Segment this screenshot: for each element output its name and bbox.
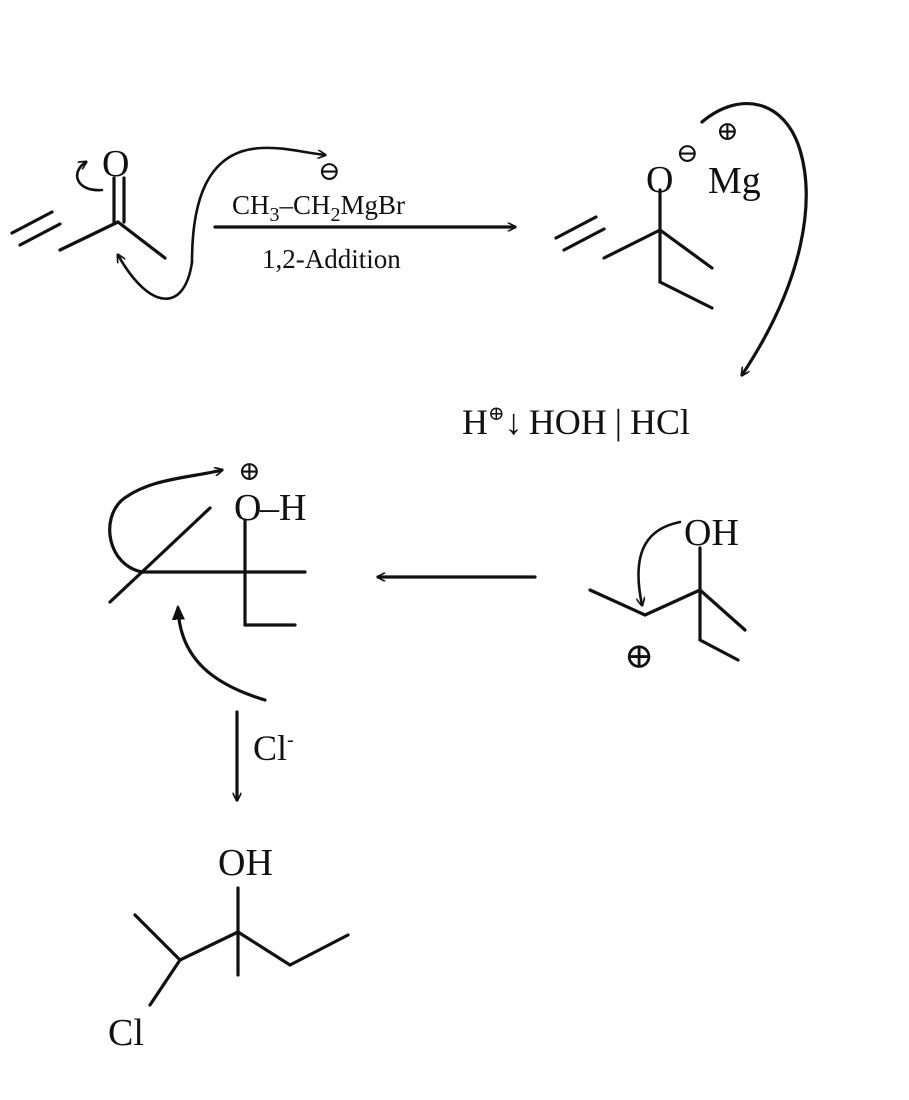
alkoxide-oxygen: O xyxy=(646,159,673,201)
bond-a xyxy=(108,570,144,604)
workup-curved-arrow xyxy=(700,102,808,375)
carbanion-origin-curly-arrow xyxy=(190,146,325,264)
reagent-label: CH3–CH2MgBr xyxy=(232,190,405,226)
allyl-bond-2 xyxy=(643,588,702,617)
nucleophile-attack-curly-arrow xyxy=(118,255,194,300)
ethyl-bond-2 xyxy=(288,933,350,967)
allylic-carbocation: OH ⊕ xyxy=(588,512,747,676)
ethyl-bond-1 xyxy=(236,930,292,967)
final-product: OH Cl xyxy=(108,842,350,1054)
shift-curly-arrow xyxy=(638,520,682,605)
oxonium-oxygen: O xyxy=(234,487,261,529)
ethyl-bond-2 xyxy=(698,638,740,662)
oxonium-charge: ⊕ xyxy=(238,456,261,486)
starting-ketone: O xyxy=(10,143,167,260)
oxonium-intermediate: O –H ⊕ xyxy=(108,456,307,627)
chloride-reagent: Cl- xyxy=(253,728,294,768)
bond-b xyxy=(140,506,212,574)
vinyl-double-bond xyxy=(18,222,62,247)
chloride-attack-curly-arrow xyxy=(178,608,267,702)
vinyl-bond-1 xyxy=(554,215,598,240)
carbonyl-oxygen: O xyxy=(102,143,129,185)
oxonium-hydrogen: –H xyxy=(259,487,306,529)
workup-conditions: H⊕↓HOH|HCl xyxy=(462,402,690,442)
alkoxide-intermediate: O ⊖ Mg ⊕ xyxy=(554,116,761,310)
c-cl-bond xyxy=(148,958,182,1007)
magnesium-charge: ⊕ xyxy=(716,116,739,146)
hydroxyl-label: OH xyxy=(684,512,739,554)
alkoxide-charge: ⊖ xyxy=(676,138,699,168)
product-chlorine: Cl xyxy=(108,1012,144,1054)
carbocation-charge: ⊕ xyxy=(624,636,654,676)
vinyl-bond-2 xyxy=(602,228,662,260)
carbanion-charge: ⊖ xyxy=(318,156,341,186)
ethyl-bond-2 xyxy=(658,280,714,310)
product-hydroxyl: OH xyxy=(218,842,273,884)
vinyl-double-bond xyxy=(562,227,606,252)
methyl-bond xyxy=(116,220,167,260)
ring-closure-curly-arrow xyxy=(108,470,222,574)
methyl-bond xyxy=(698,588,747,632)
allyl-bond-1 xyxy=(588,588,647,617)
methyl-bond xyxy=(658,228,714,270)
carbonyl-pi-curly-arrow xyxy=(75,162,104,192)
chcl-methyl-bond xyxy=(133,913,182,962)
magnesium-label: Mg xyxy=(708,160,761,202)
c-chcl-bond xyxy=(178,930,240,962)
vinyl-bond-1 xyxy=(10,210,54,235)
reaction-type-label: 1,2-Addition xyxy=(262,244,401,274)
vinyl-bond-2 xyxy=(58,220,120,252)
